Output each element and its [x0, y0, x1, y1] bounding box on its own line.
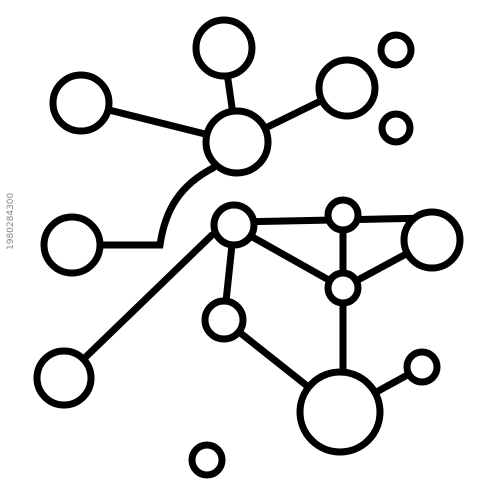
- bond-curve-center-to-left: [68, 164, 217, 249]
- node-top: [192, 16, 256, 80]
- node-left-top: [49, 71, 113, 135]
- node-center: [202, 107, 272, 177]
- atom-nodes: [33, 16, 464, 479]
- node-small-bottom-right: [403, 348, 441, 386]
- node-right-top: [315, 56, 379, 120]
- watermark-id: 1980284300: [6, 192, 16, 250]
- node-big-bottom: [296, 368, 384, 456]
- node-small-top-mid: [324, 196, 362, 234]
- node-small-top-right: [377, 31, 415, 69]
- node-small-right: [378, 110, 414, 146]
- bond-hub-to-bottom-left: [60, 231, 216, 382]
- node-right-mid: [400, 208, 464, 272]
- node-left-mid: [40, 213, 104, 277]
- node-mid-right: [324, 269, 362, 307]
- node-bottom-left: [33, 347, 95, 409]
- node-mid-small: [201, 297, 247, 343]
- node-hub: [210, 201, 258, 249]
- node-small-bottom: [188, 441, 226, 479]
- bond-hub-to-mid-right: [236, 226, 347, 292]
